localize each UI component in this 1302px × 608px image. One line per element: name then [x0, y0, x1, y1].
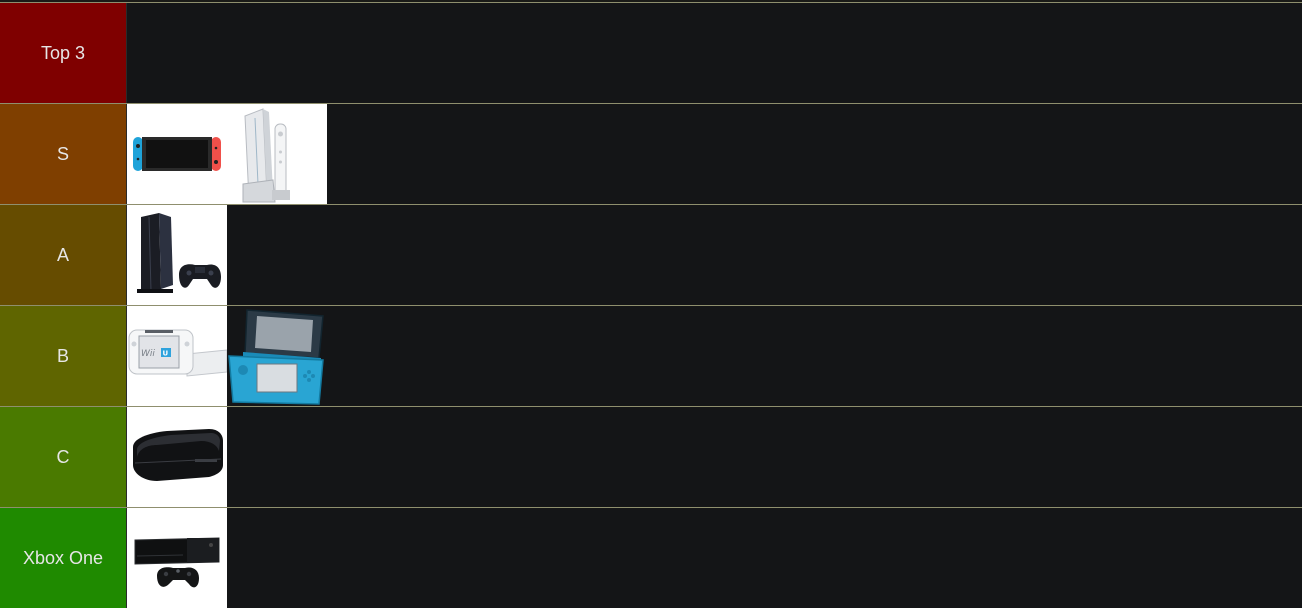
- tier-label-top-3[interactable]: Top 3: [0, 3, 127, 103]
- tier-row-xbox-one: Xbox One: [0, 508, 1302, 608]
- tier-label-s[interactable]: S: [0, 104, 127, 204]
- svg-text:Wii: Wii: [141, 349, 155, 359]
- tier-label-a[interactable]: A: [0, 205, 127, 305]
- tier-dropzone-s[interactable]: [127, 104, 1302, 204]
- tier-label-xbox-one[interactable]: Xbox One: [0, 508, 127, 608]
- tier-label-text: S: [56, 143, 69, 164]
- tier-dropzone-a[interactable]: [127, 205, 1302, 305]
- tier-label-b[interactable]: B: [0, 306, 127, 406]
- tier-row-s: S: [0, 104, 1302, 205]
- playstation-4-image[interactable]: [127, 205, 227, 305]
- xbox-one-image[interactable]: [127, 508, 227, 608]
- tier-dropzone-c[interactable]: [127, 407, 1302, 507]
- tier-label-text: Xbox One: [22, 547, 104, 568]
- tier-label-text: A: [56, 244, 69, 265]
- tier-row-b: B Wii U: [0, 306, 1302, 407]
- nintendo-wii-image[interactable]: [227, 104, 327, 204]
- tier-label-text: C: [56, 446, 70, 467]
- playstation-3-image[interactable]: [127, 407, 227, 507]
- nintendo-3ds-image[interactable]: [227, 306, 327, 406]
- tier-row-a: A: [0, 205, 1302, 306]
- tier-label-text: Top 3: [40, 42, 86, 63]
- tier-row-top-3: Top 3: [0, 3, 1302, 104]
- svg-text:U: U: [163, 350, 169, 358]
- nintendo-switch-image[interactable]: [127, 104, 227, 204]
- tier-label-c[interactable]: C: [0, 407, 127, 507]
- tier-dropzone-top-3[interactable]: [127, 3, 1302, 103]
- wii-u-image[interactable]: Wii U: [127, 306, 227, 406]
- tier-dropzone-b[interactable]: Wii U: [127, 306, 1302, 406]
- tier-label-text: B: [56, 345, 69, 366]
- tier-dropzone-xbox-one[interactable]: [127, 508, 1302, 608]
- tier-row-c: C: [0, 407, 1302, 508]
